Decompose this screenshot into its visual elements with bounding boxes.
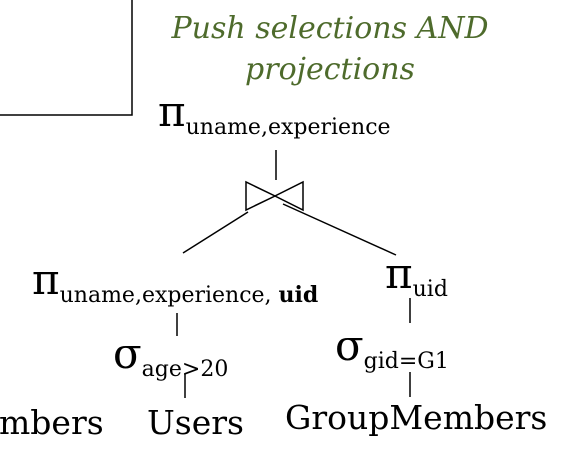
edge-join-right xyxy=(282,203,397,256)
root-projection: πuname,experience xyxy=(158,87,391,141)
left-projection: πuname,experience, uid xyxy=(32,255,318,309)
edge-join-left xyxy=(182,211,249,254)
relation-users: Users xyxy=(147,403,244,442)
right-selection: σgid=G1 xyxy=(335,321,449,375)
left-selection-predicate: age>20 xyxy=(141,357,229,382)
right-projection: πuid xyxy=(385,249,448,303)
join-icon xyxy=(245,180,304,212)
projection-symbol: π xyxy=(385,249,413,298)
selection-symbol: σ xyxy=(113,329,142,378)
left-projection-attrs: uname,experience, xyxy=(59,283,279,308)
selection-symbol: σ xyxy=(335,321,364,370)
right-projection-attrs: uid xyxy=(412,277,448,302)
heading-line-2: projections xyxy=(245,52,415,87)
relation-groupmembers: GroupMembers xyxy=(285,398,548,437)
right-selection-predicate: gid=G1 xyxy=(363,349,449,374)
left-selection: σage>20 xyxy=(113,329,228,383)
projection-symbol: π xyxy=(158,87,186,136)
partial-frame xyxy=(0,0,133,116)
left-projection-attr-uid: uid xyxy=(278,282,319,308)
root-projection-attrs: uname,experience xyxy=(185,115,391,140)
projection-symbol: π xyxy=(32,255,60,304)
heading-line-1: Push selections AND xyxy=(171,11,489,46)
clipped-relation-label: mbers xyxy=(0,403,104,442)
